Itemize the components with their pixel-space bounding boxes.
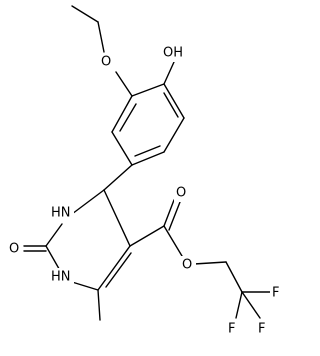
bond-ring-b-inner bbox=[163, 92, 179, 118]
ester-carbonyl-oxygen-label: O bbox=[176, 186, 186, 201]
bond-carbonyl-oester bbox=[163, 225, 183, 257]
bond-ethyl-ch2-o bbox=[97, 21, 105, 53]
oxygen-ethoxy-label: O bbox=[101, 55, 111, 70]
bond-carbonyl-o-a bbox=[163, 199, 175, 227]
bond-ring-d-inner bbox=[134, 145, 161, 157]
bonds bbox=[23, 5, 271, 321]
urea-oxygen-label: O bbox=[9, 242, 19, 257]
bond-cf3-f-left bbox=[235, 291, 243, 319]
bond-n1-c6 bbox=[71, 281, 99, 291]
bond-aryl-c4 bbox=[103, 164, 133, 191]
molecule-structure: O OH HN HN O O O F F F bbox=[6, 5, 284, 338]
bond-aryl-oh bbox=[163, 61, 175, 85]
bond-ring-c bbox=[163, 117, 185, 153]
atom-labels: O OH HN HN O O O F F F bbox=[6, 44, 284, 338]
bond-carbonyl-o-b bbox=[168, 201, 181, 231]
bond-c6-c5-inner bbox=[105, 252, 132, 288]
bond-ring-f bbox=[111, 95, 133, 133]
ester-oxygen-label: O bbox=[182, 258, 192, 273]
nh-upper-label: HN bbox=[51, 206, 71, 221]
bond-c6-methyl bbox=[97, 289, 101, 321]
bond-ring-a bbox=[131, 83, 165, 97]
fluorine-left-label: F bbox=[228, 322, 235, 337]
bond-ethyl-ch3-ch2 bbox=[71, 5, 99, 23]
fluorine-right-label: F bbox=[258, 322, 265, 337]
bond-c6-c5 bbox=[97, 245, 131, 291]
bond-ch2-cf3 bbox=[225, 261, 243, 293]
bond-ring-b bbox=[163, 83, 185, 119]
bond-oester-ch2 bbox=[193, 261, 227, 265]
bond-ring-e bbox=[111, 131, 133, 166]
bond-n3-c2 bbox=[45, 223, 63, 247]
bond-c5-carbonyl bbox=[129, 225, 165, 247]
nh-lower-label: HN bbox=[51, 270, 71, 285]
bond-c5-c4 bbox=[103, 189, 131, 247]
fluorine-top-label: F bbox=[272, 286, 279, 301]
bond-cf3-f-right bbox=[241, 291, 261, 319]
bond-c4-n3 bbox=[71, 189, 105, 215]
bond-o-aryl bbox=[115, 71, 133, 97]
hydroxyl-label: OH bbox=[163, 46, 183, 61]
bond-ring-f-inner bbox=[119, 103, 137, 132]
bond-ring-d bbox=[131, 151, 165, 166]
